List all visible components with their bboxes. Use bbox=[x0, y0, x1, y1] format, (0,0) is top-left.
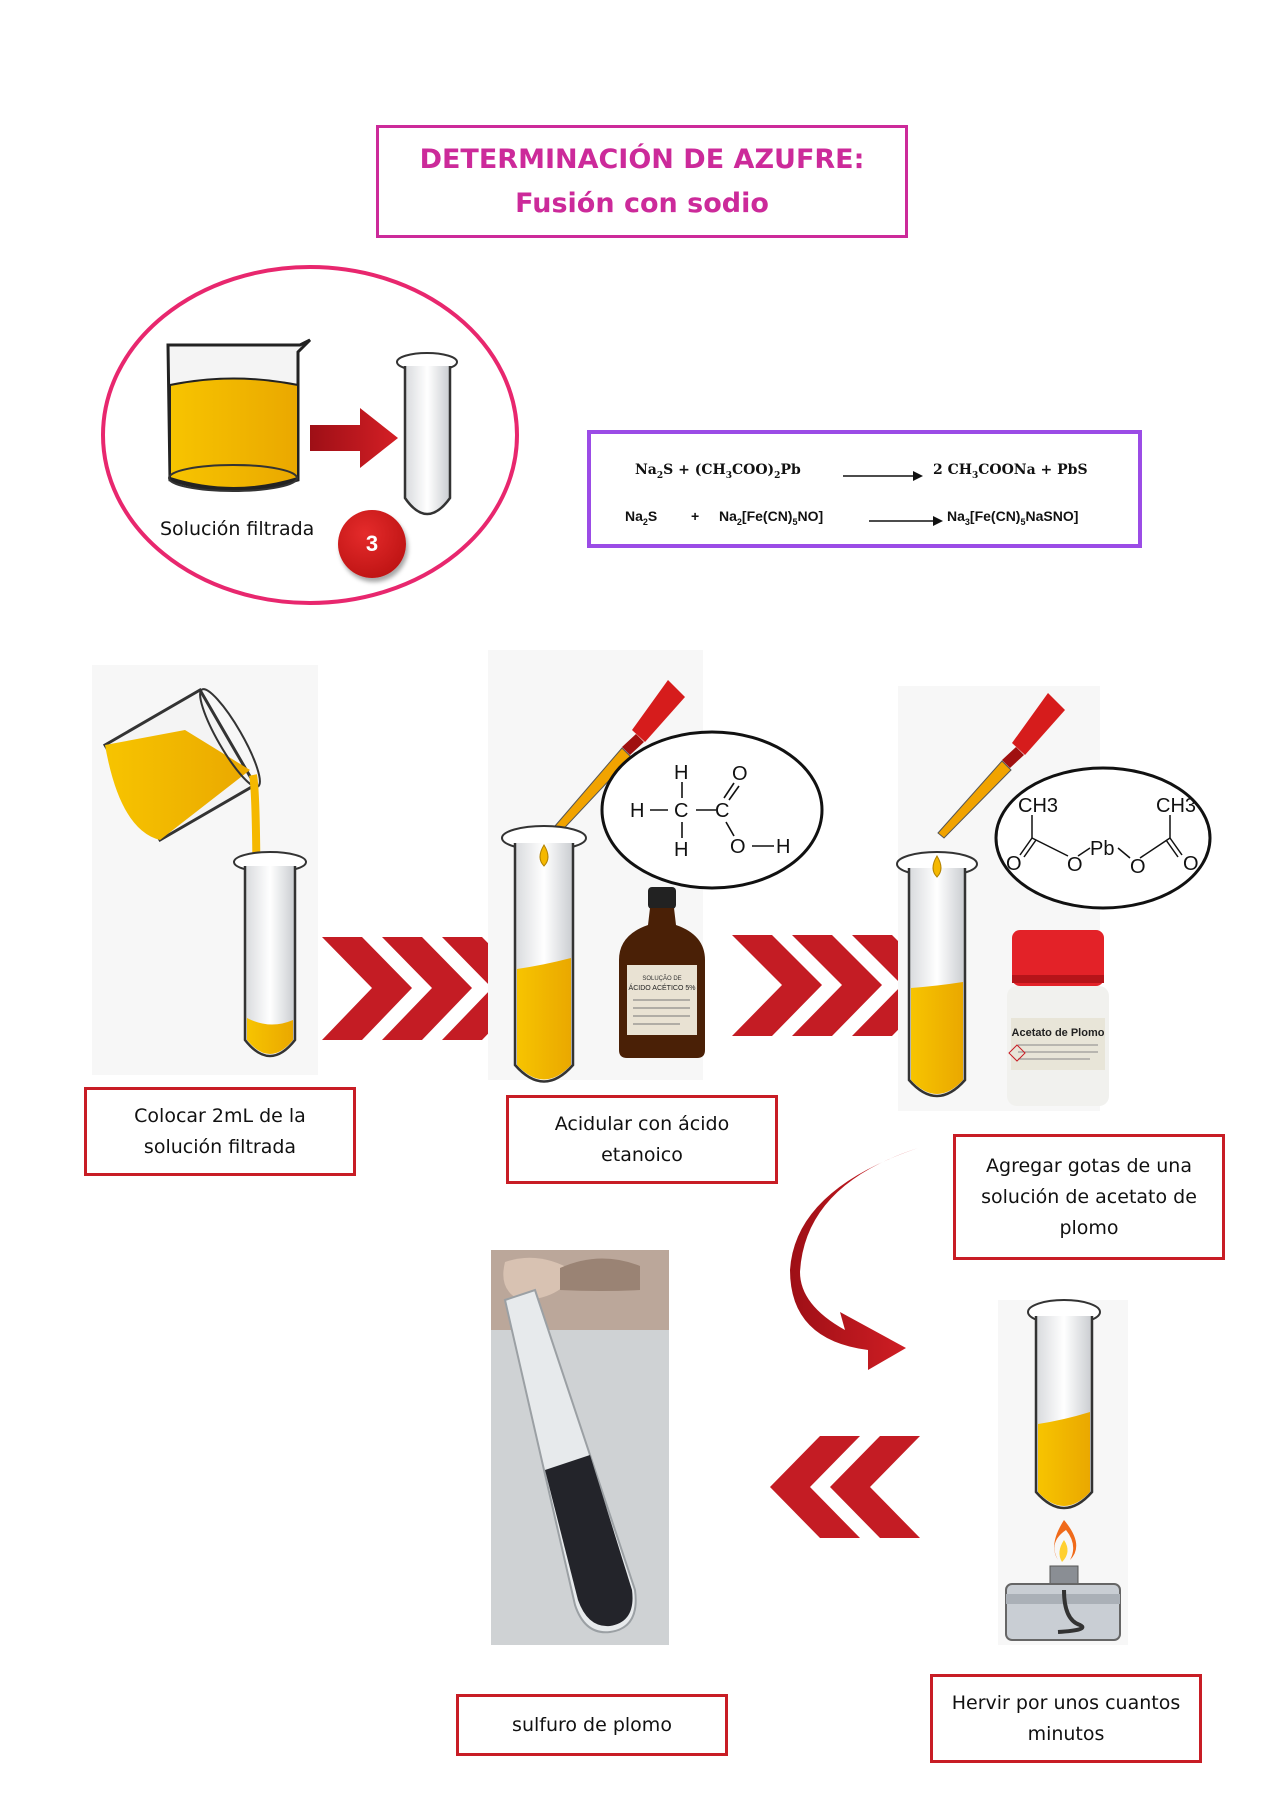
acetic-h-top: H bbox=[674, 762, 688, 784]
pouring-beaker-icon bbox=[102, 687, 261, 1026]
lead-o1: O bbox=[1006, 853, 1022, 875]
reaction-2-b: Na2[Fe(CN)5NO] bbox=[719, 508, 824, 527]
lead-sulfide-photo bbox=[491, 1250, 669, 1645]
lead-jar-label: Acetato de Plomo bbox=[1012, 1027, 1105, 1039]
step-2-box: Acidular con ácido etanoico bbox=[506, 1095, 778, 1184]
step-3-box: Agregar gotas de una solución de acetato… bbox=[953, 1134, 1225, 1260]
acetic-h-bottom: H bbox=[674, 839, 688, 861]
lead-pb: Pb bbox=[1090, 838, 1114, 860]
reaction-2-a: Na2S bbox=[625, 508, 658, 527]
reaction-box: Na2S + (CH3COO)2Pb 2 CH3COONa + PbS Na2S… bbox=[587, 430, 1142, 548]
lead-acetate-bubble bbox=[994, 766, 1212, 910]
acetic-h-right: H bbox=[776, 836, 790, 858]
title-line-1: DETERMINACIÓN DE AZUFRE: bbox=[419, 143, 865, 175]
reaction-2-arrow-icon bbox=[869, 516, 943, 526]
lead-ch3-right: CH3 bbox=[1156, 795, 1196, 817]
heating-tube-icon bbox=[1027, 1299, 1101, 1510]
chevron-left-icon bbox=[770, 1436, 920, 1538]
acetic-c1: C bbox=[674, 800, 688, 822]
reaction-2-plus: + bbox=[691, 508, 700, 524]
right-arrow-icon bbox=[310, 408, 398, 468]
acetic-bottle-label-2: ÁCIDO ACÉTICO 5% bbox=[629, 983, 696, 992]
acetic-bottle-label-1: SOLUÇÃO DE bbox=[642, 975, 681, 982]
acetic-acid-structure bbox=[650, 782, 774, 847]
step-4-box: Hervir por unos cuantos minutos bbox=[930, 1674, 1202, 1763]
lead-o4: O bbox=[1183, 853, 1199, 875]
lead-ch3-left: CH3 bbox=[1018, 795, 1058, 817]
acetic-o-right: O bbox=[730, 836, 746, 858]
step-5-box: sulfuro de plomo bbox=[456, 1694, 728, 1756]
step-1-box: Colocar 2mL de la solución filtrada bbox=[84, 1087, 356, 1176]
title-line-2: Fusión con sodio bbox=[515, 187, 769, 219]
reaction-1-left: Na2S + (CH3COO)2Pb bbox=[635, 462, 801, 481]
lead-tube-icon bbox=[896, 851, 978, 1098]
acetic-o-top: O bbox=[732, 763, 748, 785]
title-box: DETERMINACIÓN DE AZUFRE: Fusión con sodi… bbox=[376, 125, 908, 238]
acetic-acid-bottle-icon: SOLUÇÃO DE ÁCIDO ACÉTICO 5% bbox=[619, 887, 705, 1058]
filtered-solution-label: Solución filtrada bbox=[160, 518, 315, 540]
lead-acetate-jar-icon: Acetato de Plomo bbox=[1007, 930, 1109, 1106]
reaction-1-right: 2 CH3COONa + PbS bbox=[933, 462, 1088, 481]
acetic-h-left: H bbox=[630, 800, 644, 822]
dropper-icon-2 bbox=[937, 693, 1065, 839]
step-number-badge: 3 bbox=[338, 510, 406, 578]
test-tube-icon bbox=[396, 352, 458, 516]
curved-arrow-icon bbox=[790, 1148, 918, 1370]
beaker-icon bbox=[166, 338, 312, 492]
filling-tube-icon bbox=[233, 851, 307, 1058]
reaction-2-c: Na3[Fe(CN)5NaSNO] bbox=[947, 508, 1079, 527]
reaction-1-arrow-icon bbox=[843, 471, 923, 481]
lead-acetate-structure bbox=[1019, 815, 1183, 859]
acidified-tube-icon bbox=[501, 825, 587, 1083]
burner-icon bbox=[1005, 1520, 1121, 1641]
acetic-c2: C bbox=[715, 800, 729, 822]
lead-o2: O bbox=[1067, 854, 1083, 876]
lead-o3: O bbox=[1130, 856, 1146, 878]
intro-ellipse bbox=[101, 265, 519, 605]
